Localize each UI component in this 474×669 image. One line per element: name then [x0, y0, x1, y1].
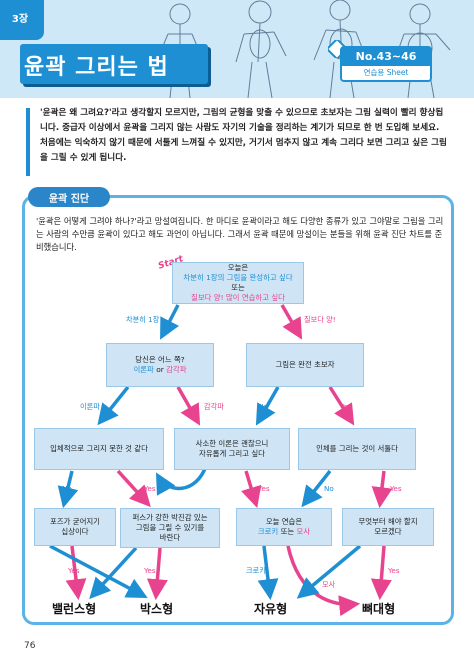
q9-copy-label: 모사 [322, 580, 336, 589]
q8-yes-label: Yes [144, 566, 156, 575]
question-node-5: 사소한 이론은 괜찮으니 자유롭게 그리고 싶다 [174, 428, 290, 470]
question-node-9: 오늘 연습은 크로키 또는 모사 [236, 508, 332, 546]
q1-option-quantity: 질보다 양! 많이 연습하고 싶다 [191, 293, 285, 302]
intro-accent-bar [26, 108, 30, 176]
q4-no-label: No [62, 484, 72, 493]
chapter-tab [0, 0, 44, 40]
q6-yes-label: Yes [390, 484, 402, 493]
result-skeleton-type: 뼈대형 [362, 602, 396, 616]
panel-title-pill [28, 187, 110, 207]
q2-option-sense: 감각파 [166, 365, 187, 374]
q7-line2: 십상이다 [61, 527, 89, 536]
q9-croquis-label: 크로키 [246, 566, 266, 575]
q10-yes-label: Yes [388, 566, 400, 575]
q3-text: 그림은 완전 초보자 [275, 360, 335, 369]
panel-title: 윤곽 진단 [48, 194, 90, 205]
q2-left-label: 이론파 [80, 402, 100, 411]
question-node-6: 인체를 그리는 것이 서툴다 [298, 428, 416, 470]
q1-or: 또는 [231, 283, 245, 292]
badge-sub: 연습용 Sheet [363, 68, 409, 77]
question-node-2: 당신은 어느 쪽? 이론파 or 감각파 [106, 343, 214, 387]
question-node-8: 퍼스가 강한 박진감 있는 그림을 그릴 수 있기를 바란다 [120, 508, 220, 548]
intro-text: '윤곽은 왜 그려요?'라고 생각할지 모르지만, 그림의 균형을 맞출 수 있… [40, 108, 447, 163]
q4-yes-label: Yes [144, 484, 156, 493]
q1-right-label: 질보다 양! [304, 315, 336, 324]
q6-text: 인체를 그리는 것이 서툴다 [316, 444, 398, 453]
q8-line1: 퍼스가 강한 박진감 있는 [132, 513, 208, 522]
question-node-4: 입체적으로 그리지 못한 것 같다 [34, 428, 164, 470]
q7-yes-label: Yes [68, 566, 80, 575]
q1-line1: 오늘은 [227, 263, 249, 272]
q2-or: or [153, 365, 167, 374]
q2-line1: 당신은 어느 쪽? [135, 355, 185, 364]
q8-line3: 바란다 [159, 533, 181, 542]
q8-line2: 그림을 그릴 수 있기를 [135, 523, 205, 532]
result-box-type: 박스형 [140, 602, 174, 616]
q1-left-label: 차분히 1장 [126, 315, 160, 324]
question-node-10: 무엇부터 해야 할지 모르겠다 [342, 508, 434, 546]
question-node-3: 그림은 완전 초보자 [246, 343, 364, 387]
badge-number: No.43~46 [342, 48, 430, 66]
q4-text: 입체적으로 그리지 못한 것 같다 [50, 444, 148, 453]
question-node-7: 포즈가 굳어지기 십상이다 [34, 508, 116, 546]
panel-text: '윤곽은 어떻게 그려야 하나?'라고 망설여집니다. 한 마디로 윤곽이라고 … [36, 216, 444, 252]
result-free-type: 자유형 [254, 602, 288, 616]
question-node-1: 오늘은 차분히 1장의 그림을 완성하고 싶다 또는 질보다 양! 많이 연습하… [172, 262, 304, 304]
q10-line2: 모르겠다 [374, 527, 402, 536]
q5-line1: 사소한 이론은 괜찮으니 [195, 439, 269, 448]
q9-or: 또는 [278, 527, 297, 536]
sheet-badge: No.43~46 연습용 Sheet [340, 46, 432, 82]
q9-option-copy: 모사 [296, 527, 311, 536]
q9-option-croquis: 크로키 [257, 527, 279, 536]
q1-option-slow: 차분히 1장의 그림을 완성하고 싶다 [183, 273, 293, 282]
q3-left-label: No [258, 402, 268, 411]
q7-line1: 포즈가 굳어지기 [50, 517, 100, 526]
title-box [20, 44, 208, 84]
q2-option-theory: 이론파 [133, 365, 154, 374]
page-number: 76 [24, 641, 36, 651]
q10-line1: 무엇부터 해야 할지 [358, 517, 418, 526]
q9-line1: 오늘 연습은 [265, 517, 303, 526]
q5-yes-label: Yes [258, 484, 270, 493]
page-title: 윤곽 그리는 법 [24, 55, 169, 80]
q5-line2: 자유롭게 그리고 싶다 [199, 449, 265, 458]
q2-right-label: 감각파 [204, 402, 224, 411]
q6-no-label: No [324, 484, 334, 493]
chapter-label: 3장 [11, 14, 29, 25]
q3-right-label: Yes [340, 402, 352, 411]
result-balance-type: 밸런스형 [52, 602, 97, 616]
